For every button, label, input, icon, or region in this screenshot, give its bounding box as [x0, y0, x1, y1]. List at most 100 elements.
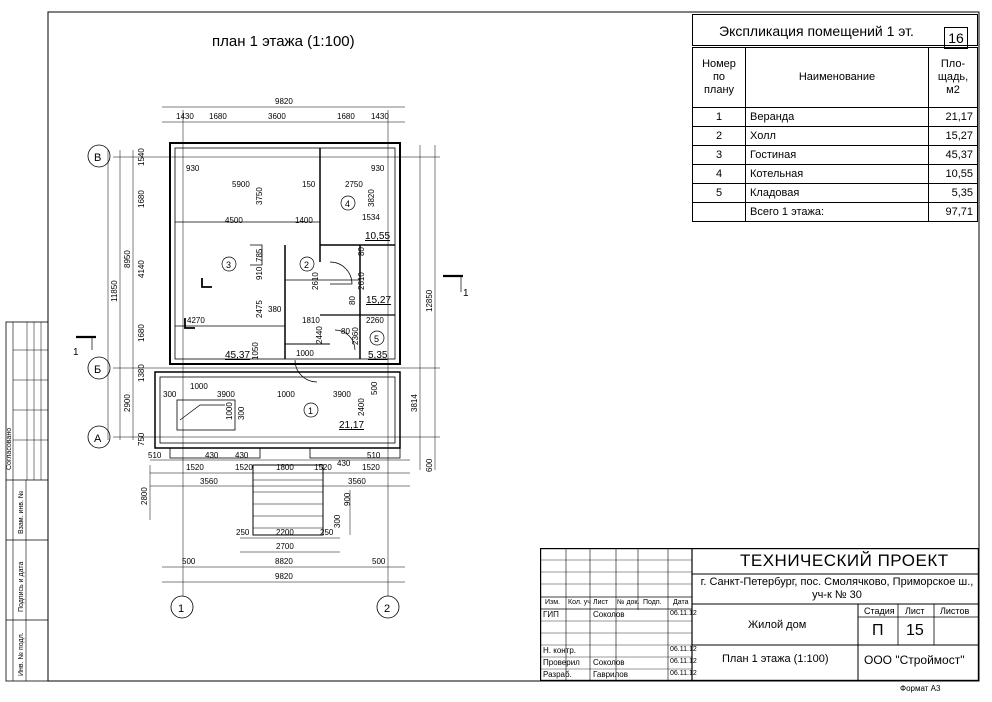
dim-int: 1000	[277, 390, 295, 399]
room-5-area: 5,35	[368, 350, 388, 361]
row-area: 21,17	[928, 107, 978, 127]
dim-int: 1400	[295, 216, 313, 225]
dim-int: 380	[268, 305, 282, 314]
dim-low1-5: 510	[367, 451, 381, 460]
explication-header: Номер по плану Наименование Пло-щадь, м2	[692, 47, 978, 108]
dim-int: 1000	[296, 349, 314, 358]
row-name: Веранда	[745, 107, 929, 127]
stamp-col-list: Лист	[593, 599, 609, 606]
dim-int: 150	[302, 180, 316, 189]
table-row: 2 Холл 15,27	[692, 126, 978, 146]
dim-int: 80	[357, 247, 366, 256]
dim-int: 1810	[302, 316, 320, 325]
dim-int: 300	[237, 406, 246, 420]
row-area: 45,37	[928, 145, 978, 165]
dim-top-4: 1680	[337, 112, 355, 121]
dim-int: 2475	[255, 300, 264, 318]
format-label: Формат А3	[900, 684, 941, 693]
floor-plan	[154, 142, 401, 536]
room-3-label: 3	[226, 260, 231, 270]
dim-low2-3: 1800	[276, 463, 294, 472]
dim-left-5: 1380	[137, 364, 146, 382]
stamp-col-podp: Подп.	[643, 599, 662, 606]
room-1-area: 21,17	[339, 420, 364, 431]
stamp-date: 06.11.12	[670, 646, 697, 653]
dim-int: 3820	[367, 189, 376, 207]
stamp-object: Жилой дом	[748, 619, 807, 631]
dim-left-total: 11850	[110, 280, 119, 302]
col-area: Пло-щадь, м2	[928, 47, 978, 108]
dim-int: 300	[163, 390, 177, 399]
title-block-grid	[540, 548, 980, 682]
row-no: 4	[692, 164, 746, 184]
stamp-name: Гаврилов	[593, 670, 628, 679]
stamp-stage: П	[872, 622, 884, 639]
dim-left-2: 1680	[137, 190, 146, 208]
dim-stair-s2: 900	[343, 492, 352, 506]
sheet-number: 16	[944, 27, 968, 49]
stamp-sheet-label: Лист	[905, 606, 925, 616]
room-2-label: 2	[304, 260, 309, 270]
dim-right-total: 12850	[425, 289, 434, 312]
dim-int: 2750	[345, 180, 363, 189]
dim-right-2: 600	[425, 458, 434, 472]
dim-int: 930	[371, 164, 385, 173]
room-1-label: 1	[308, 406, 313, 416]
room-4-area: 10,55	[365, 231, 390, 242]
dim-int: 1000	[190, 382, 208, 391]
explication-table: Экспликация помещений 1 эт. 16 Номер по …	[692, 14, 978, 222]
axis-a-label: А	[94, 433, 102, 445]
dim-left-4: 1680	[137, 324, 146, 342]
dim-stair-w3: 250	[320, 528, 334, 537]
dim-int: 930	[186, 164, 200, 173]
dim-low1-3: 430	[235, 451, 249, 460]
dim-int: 5900	[232, 180, 250, 189]
dim-int: 80	[348, 296, 357, 305]
stamp-company: ООО "Строймост"	[864, 653, 965, 667]
dim-int: 3750	[255, 187, 264, 205]
room-4-label: 4	[345, 199, 350, 209]
room-3-area: 45,37	[225, 350, 250, 361]
dim-int: 4270	[187, 316, 205, 325]
side-stamp-agreed: Согласовано	[6, 428, 13, 470]
side-stamp-inv: Инв. № подл.	[18, 632, 25, 676]
row-name: Котельная	[745, 164, 929, 184]
row-no: 1	[692, 107, 746, 127]
dim-low2-5: 1520	[362, 463, 380, 472]
dim-bottom-3: 500	[372, 557, 386, 566]
stamp-col-doc: № док.	[617, 599, 640, 606]
table-row: 1 Веранда 21,17	[692, 107, 978, 127]
stamp-col-kol: Кол. уч	[568, 599, 591, 606]
row-name: Кладовая	[745, 183, 929, 203]
dim-int: 2610	[311, 272, 320, 290]
dim-top-1: 1430	[176, 112, 194, 121]
dim-right-1: 3814	[410, 394, 419, 412]
dim-stair-w1: 250	[236, 528, 250, 537]
axis-v-label: В	[94, 152, 101, 164]
dim-stair-top: 2800	[140, 487, 149, 505]
dim-low1-4: 430	[337, 459, 351, 468]
dimension-lines	[107, 106, 436, 583]
stamp-sheet: 15	[906, 622, 924, 639]
row-name: Холл	[745, 126, 929, 146]
stamp-col-date: Дата	[673, 599, 689, 606]
dim-top-2: 1680	[209, 112, 227, 121]
dim-low3-1: 3560	[200, 477, 218, 486]
axis-bubbles	[87, 144, 400, 619]
axis-1-label: 1	[178, 603, 184, 615]
dim-int: 2610	[357, 272, 366, 290]
total-label: Всего 1 этажа:	[745, 202, 929, 222]
table-row: 4 Котельная 10,55	[692, 164, 978, 184]
side-stamp-replace: Взам. инв. №	[18, 491, 25, 534]
row-no: 3	[692, 145, 746, 165]
dim-int: 1000	[225, 402, 234, 420]
dim-int: 2400	[357, 398, 366, 416]
side-stamp-sign: Подпись и дата	[18, 562, 25, 612]
dim-low1-2: 430	[205, 451, 219, 460]
side-stamp: Согласовано Взам. инв. № Подпись и дата …	[5, 321, 49, 682]
section-marks	[76, 274, 463, 350]
dim-int: 3900	[333, 390, 351, 399]
dim-int: 910	[255, 266, 264, 280]
row-no: 2	[692, 126, 746, 146]
